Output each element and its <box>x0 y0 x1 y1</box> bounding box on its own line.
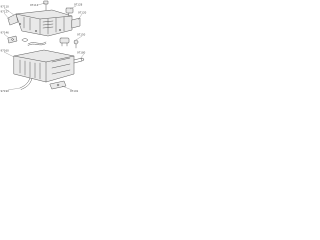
lower-case-assembly <box>13 49 85 90</box>
callout-label: 97146 <box>1 31 10 35</box>
leader-lines <box>3 2 85 91</box>
upper-housing-assembly <box>7 0 81 37</box>
callout-label: 97120 <box>78 11 87 15</box>
callout-label: 97110 <box>1 5 10 9</box>
callout-label: 97190 <box>1 89 10 93</box>
callout-labels: 97110 97127 97112 97128 97120 97146 9715… <box>1 3 87 94</box>
callout-label: 97180 <box>77 51 86 55</box>
callout-label: 97191 <box>70 89 79 93</box>
callout-label: 97150 <box>77 33 86 37</box>
callout-label: 97127 <box>1 10 10 14</box>
callout-label: 97112 <box>30 3 39 7</box>
middle-small-parts <box>7 35 79 49</box>
parts-diagram: 97110 97127 97112 97128 97120 97146 9715… <box>1 0 87 94</box>
callout-label: 97128 <box>74 3 83 7</box>
callout-label: 97160 <box>1 49 10 53</box>
